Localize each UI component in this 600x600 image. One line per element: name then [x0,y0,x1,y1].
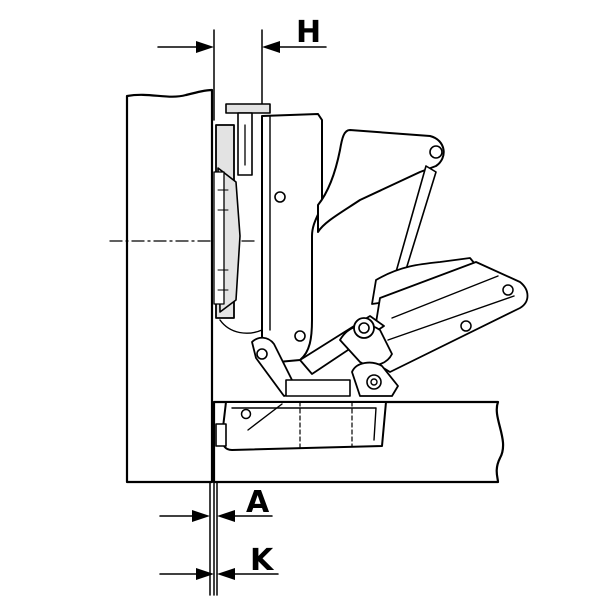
label-a: A [246,485,270,520]
spring-assembly [369,257,529,373]
dimension-h: H [157,15,327,53]
reference-lines [209,29,263,596]
dimension-k: K [159,543,279,580]
dimension-a: A [159,485,273,522]
mounting-plate [213,124,263,334]
hinge-arm [261,113,323,363]
cabinet-side-panel [125,88,214,484]
intermediate-links [251,315,399,397]
hinge-cup [215,401,387,451]
upper-link [317,129,445,277]
adjustment-screw [225,103,271,176]
arm-pivot [274,191,286,203]
label-k: K [250,543,275,578]
label-h: H [296,15,321,50]
